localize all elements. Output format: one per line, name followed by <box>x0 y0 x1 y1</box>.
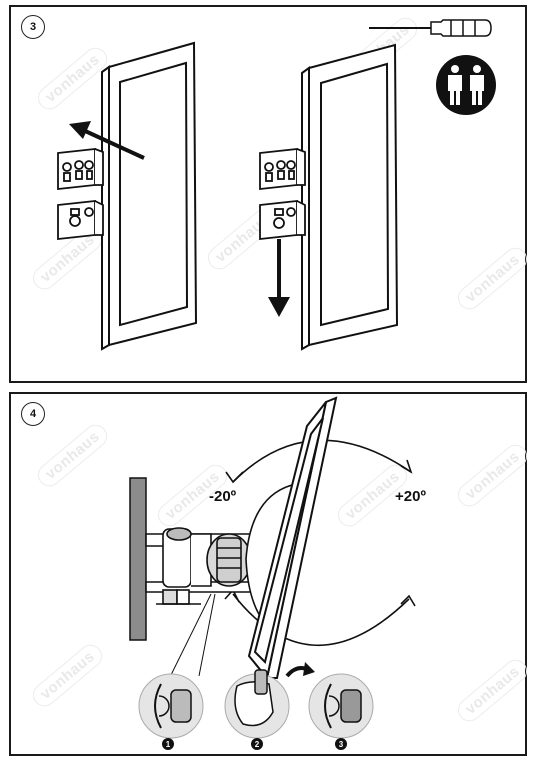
step-3-panel: 3 vonhaus vonhaus vonhaus vonhaus vonhau… <box>9 5 532 383</box>
step-4-panel: 4 vonhaus vonhaus vonhaus vonhaus vonhau… <box>9 392 532 756</box>
wall-plate-lower-left <box>57 199 104 241</box>
knob-detail-3: 3 <box>308 673 374 750</box>
knob-detail-1: 1 <box>138 673 204 750</box>
step-4-illustration: 1 2 3 <box>129 396 416 750</box>
wall-plate-upper-left <box>57 147 104 191</box>
sub-step-1-label: 1 <box>166 740 171 749</box>
wall-plate-lower-right <box>259 199 306 241</box>
wall-plate-upper-right <box>259 147 306 191</box>
tv-right <box>301 43 399 351</box>
step-3-illustration <box>57 19 496 351</box>
sub-step-2-label: 2 <box>255 740 260 749</box>
wall-mount-bracket <box>145 527 262 605</box>
step-3-number: 3 <box>21 15 45 39</box>
knob-detail-2: 2 <box>224 662 315 750</box>
wall <box>129 477 147 641</box>
arrow-down-icon <box>268 239 290 317</box>
tilted-tv <box>247 396 338 681</box>
callout-lines <box>168 593 216 680</box>
screwdriver-icon <box>369 19 492 37</box>
tv-left <box>101 41 198 351</box>
arrow-pull-out-icon <box>69 121 145 160</box>
step-4-number: 4 <box>21 402 45 426</box>
tilt-angle-minus: -20º <box>209 488 237 505</box>
two-people-icon <box>436 55 496 115</box>
tilt-angle-plus: +20º <box>395 488 426 505</box>
sub-step-3-label: 3 <box>339 740 344 749</box>
